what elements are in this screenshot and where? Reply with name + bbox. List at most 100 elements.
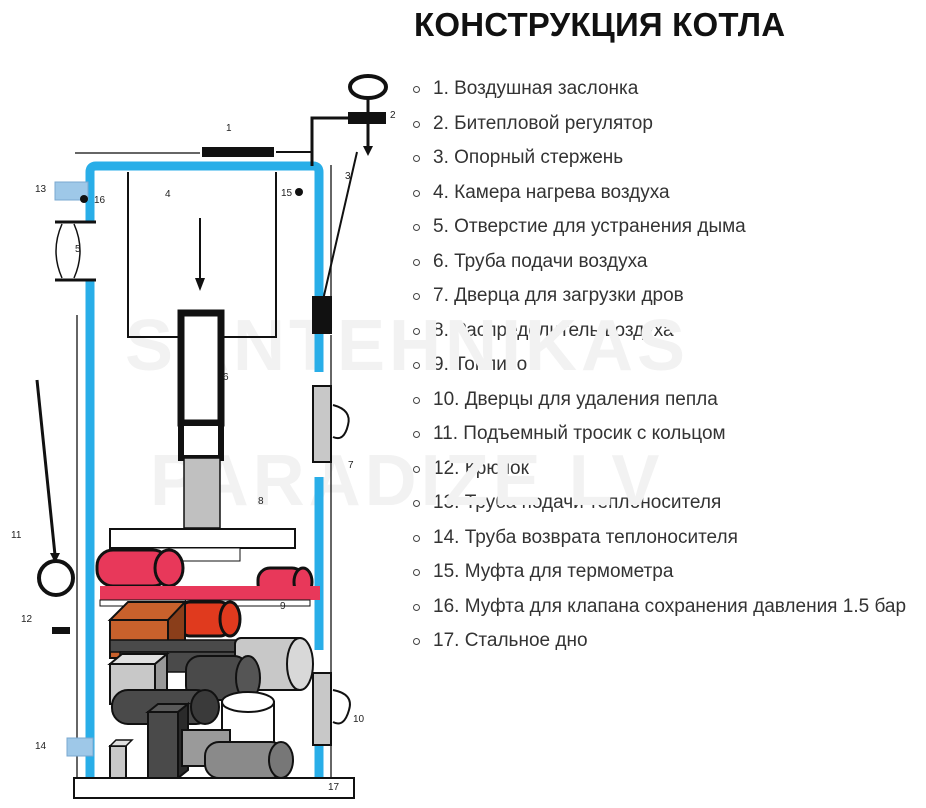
pipe-joint: [178, 420, 224, 461]
diagram-label-6: 6: [223, 372, 229, 383]
supply-pipe-connector: [54, 181, 89, 201]
diagram-label-14: 14: [35, 741, 47, 752]
legend-item-text: 2. Битепловой регулятор: [433, 112, 653, 134]
diagram-label-8: 8: [258, 496, 264, 507]
bullet-icon: [413, 500, 420, 507]
bullet-icon: [413, 534, 420, 542]
legend-item-text: 4. Камера нагрева воздуха: [433, 181, 670, 203]
flow-arrow-icon: [195, 278, 205, 291]
return-pipe-connector: [66, 737, 94, 757]
legend-item: 5. Отверстие для устранения дыма: [408, 214, 906, 249]
legend-item: 6. Труба подачи воздуха: [408, 249, 906, 284]
legend-item: 16. Муфта для клапана сохранения давлени…: [408, 594, 906, 629]
legend-item-text: 12. Крючок: [433, 457, 529, 479]
legend-item-text: 3. Опорный стержень: [433, 147, 624, 168]
air-damper: [202, 147, 274, 157]
legend-item-text: 6. Труба подачи воздуха: [433, 250, 648, 272]
steel-bottom: [73, 777, 355, 799]
regulator-arrow-icon: [363, 146, 373, 156]
legend-item-text: 11. Подъемный тросик с кольцом: [433, 423, 726, 444]
door-handle-icon: [332, 689, 351, 725]
watermark-line-2: PARADIZE LV: [150, 441, 663, 521]
legend-item-text: 1. Воздушная заслонка: [433, 78, 639, 99]
fuel-log-end: [153, 548, 185, 588]
hook-icon: [52, 627, 70, 634]
legend-item: 10. Дверцы для удаления пепла: [408, 387, 906, 422]
bullet-icon: [413, 224, 420, 231]
legend-item-text: 7. Дверца для загрузки дров: [433, 285, 684, 306]
diagram-label-3: 3: [345, 171, 351, 182]
fuel-block-small: [109, 745, 127, 779]
diagram-label-17: 17: [328, 782, 340, 793]
diagram-label-10: 10: [353, 714, 365, 725]
legend-item-text: 13. Труба подачи теплоносителя: [433, 492, 722, 513]
lifting-cable: [35, 379, 57, 556]
legend-item-text: 15. Муфта для термометра: [433, 561, 674, 582]
legend-item: 4. Камера нагрева воздуха: [408, 180, 906, 215]
bullet-icon: [413, 431, 420, 438]
diagram-label-1: 1: [226, 123, 232, 134]
smoke-opening-curve: [73, 223, 81, 279]
legend-item: 1. Воздушная заслонка: [408, 76, 906, 111]
legend-item: 15. Муфта для термометра: [408, 559, 906, 594]
legend-item: 14. Труба возврата теплоносителя: [408, 525, 906, 560]
bullet-icon: [413, 293, 420, 300]
lifting-ring-icon: [37, 559, 75, 597]
loading-door: [312, 385, 332, 463]
diagram-label-15: 15: [281, 188, 293, 199]
bithermal-regulator: [348, 112, 386, 124]
fuel-block-dark: [147, 711, 179, 779]
bullet-icon: [413, 638, 420, 645]
legend-item: 7. Дверца для загрузки дров: [408, 283, 906, 318]
fuel-cylinder-top: [221, 691, 275, 713]
smoke-opening: [84, 222, 96, 280]
fuel-layer: [100, 586, 320, 600]
legend-item: 8. Распределитель воздуха: [408, 318, 906, 353]
air-distributor-stem: [183, 457, 221, 529]
legend-item: 11. Подъемный тросик с кольцом: [408, 421, 906, 456]
legend-item-text: 5. Отверстие для устранения дыма: [433, 216, 746, 237]
legend-item-text: 10. Дверцы для удаления пепла: [433, 388, 718, 410]
bullet-icon: [413, 362, 420, 369]
legend-item: 2. Битепловой регулятор: [408, 111, 906, 146]
bullet-icon: [413, 327, 420, 335]
regulator-ring: [348, 74, 388, 100]
regulator-bracket: [310, 116, 350, 166]
diagram-label-9: 9: [280, 601, 286, 612]
air-supply-pipe: [177, 309, 225, 427]
thermometer-coupling-icon: [295, 188, 303, 196]
legend-item: 12. Крючок: [408, 456, 906, 491]
fuel-stack: [95, 548, 320, 781]
fuel-log-end: [268, 741, 294, 779]
legend-item: 13. Труба подачи теплоносителя: [408, 490, 906, 525]
support-rod: [322, 151, 358, 301]
rod-block: [312, 296, 332, 334]
bullet-icon: [413, 120, 420, 128]
legend-list: 1. Воздушная заслонка 2. Битепловой регу…: [408, 76, 906, 663]
smoke-opening-curve: [55, 223, 63, 279]
legend-item-text: 14. Труба возврата теплоносителя: [433, 526, 738, 548]
diagram-label-7: 7: [348, 460, 354, 471]
legend-item-text: 9. Топливо: [433, 354, 528, 375]
legend-item-text: 8. Распределитель воздуха: [433, 319, 674, 341]
bullet-icon: [413, 155, 420, 162]
legend-item-text: 17. Стальное дно: [433, 630, 588, 651]
bullet-icon: [413, 603, 420, 611]
diagram-label-13: 13: [35, 184, 47, 195]
bullet-icon: [413, 258, 420, 266]
water-jacket: [85, 161, 324, 780]
diagram-label-5: 5: [75, 244, 81, 255]
legend-item-text: 16. Муфта для клапана сохранения давлени…: [433, 595, 907, 617]
cable-arrow-icon: [50, 553, 60, 563]
page-title: КОНСТРУКЦИЯ КОТЛА: [414, 6, 786, 43]
bullet-icon: [413, 86, 420, 93]
fuel-log-end: [190, 689, 220, 725]
bullet-icon: [413, 569, 420, 576]
diagram-label-2: 2: [390, 110, 396, 121]
diagram-label-4: 4: [165, 189, 171, 200]
diagram-label-12: 12: [21, 614, 33, 625]
air-distributor-plate: [109, 528, 296, 549]
legend-item: 9. Топливо: [408, 352, 906, 387]
bullet-icon: [413, 465, 420, 473]
